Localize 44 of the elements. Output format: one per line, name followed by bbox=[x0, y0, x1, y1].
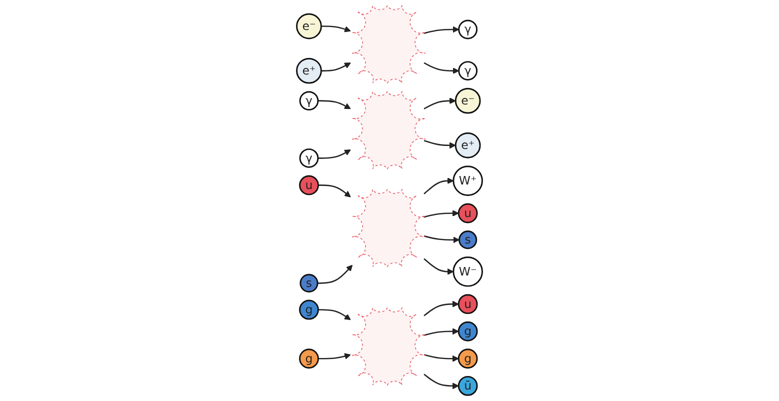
node-circle: g bbox=[458, 348, 478, 369]
arrow bbox=[424, 62, 460, 74]
node-circle: γ bbox=[458, 20, 478, 40]
node-circle: γ bbox=[458, 61, 478, 81]
arrow bbox=[424, 98, 456, 110]
arrow bbox=[424, 210, 459, 218]
node-circle: γ bbox=[299, 148, 319, 168]
arrow bbox=[318, 309, 351, 320]
node-circle: g bbox=[299, 300, 319, 320]
node-circle: e⁺ bbox=[296, 58, 322, 84]
node-circle: ū bbox=[458, 376, 478, 396]
arrow bbox=[424, 140, 456, 149]
arrow bbox=[318, 184, 351, 198]
arrow bbox=[424, 258, 454, 275]
arrow bbox=[318, 264, 353, 284]
arrow bbox=[424, 328, 459, 336]
node-burst bbox=[352, 6, 426, 84]
arrow bbox=[321, 26, 351, 32]
node-burst bbox=[352, 308, 426, 386]
arrow bbox=[424, 374, 459, 390]
node-circle: W⁻ bbox=[452, 256, 483, 287]
node-circle: u bbox=[458, 203, 478, 224]
arrow bbox=[424, 300, 459, 316]
node-burst bbox=[352, 189, 426, 267]
arrow bbox=[318, 353, 351, 360]
arrow bbox=[424, 235, 460, 244]
arrow bbox=[321, 62, 351, 72]
node-circle: e⁻ bbox=[454, 88, 481, 114]
arrow bbox=[424, 354, 459, 362]
arrow bbox=[318, 100, 351, 110]
node-circle: γ bbox=[299, 91, 319, 111]
node-circle: u bbox=[299, 175, 319, 196]
node-circle: e⁺ bbox=[454, 132, 481, 158]
arrow bbox=[424, 178, 454, 194]
node-circle: u bbox=[458, 294, 478, 314]
node-circle: W⁺ bbox=[452, 166, 483, 196]
arrow bbox=[318, 149, 351, 159]
node-burst bbox=[352, 91, 426, 170]
node-circle: g bbox=[299, 348, 319, 369]
node-circle: s bbox=[458, 230, 478, 250]
node-circle: s bbox=[300, 274, 318, 292]
node-circle: g bbox=[458, 321, 478, 342]
arrow bbox=[424, 26, 460, 34]
node-circle: e⁻ bbox=[296, 13, 322, 40]
